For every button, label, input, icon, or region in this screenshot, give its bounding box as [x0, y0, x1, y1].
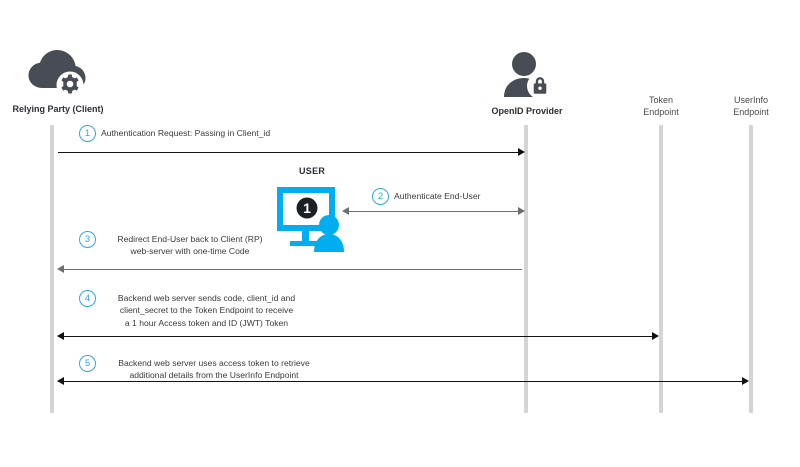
actor-label-relying-party: Relying Party (Client) [12, 104, 104, 114]
actor-label-userinfo-endpoint: UserInfo Endpoint [711, 95, 791, 118]
message-arrow-3 [64, 269, 522, 271]
step-badge-3: 3 [79, 231, 96, 248]
arrow-head-1-right [518, 148, 525, 156]
step-text-5: Backend web server uses access token to … [118, 358, 310, 381]
userinfo-endpoint-line2: Endpoint [733, 106, 769, 117]
step-badge-1: 1 [79, 125, 96, 142]
step-text-4: Backend web server sends code, client_id… [117, 293, 296, 328]
actor-label-openid-provider: OpenID Provider [491, 106, 563, 116]
step-badge-4: 4 [79, 290, 96, 307]
step-text-2: Authenticate End-User [394, 191, 481, 201]
user-screen-number: 1 [303, 200, 311, 216]
cloud-gear-icon [28, 50, 86, 103]
user-monitor-icon: 1 [276, 186, 348, 263]
lifeline-token-endpoint [659, 125, 663, 413]
step-text-1: Authentication Request: Passing in Clien… [101, 128, 271, 138]
arrow-head-2-right [518, 207, 525, 215]
step-badge-5: 5 [79, 355, 96, 372]
arrow-head-2-left [342, 207, 349, 215]
message-arrow-2 [348, 211, 523, 213]
person-lock-icon [503, 52, 553, 103]
arrow-head-5-right [742, 377, 749, 385]
lifeline-userinfo-endpoint [749, 125, 753, 413]
actor-label-token-endpoint: Token Endpoint [621, 95, 701, 118]
user-caption: USER [299, 166, 326, 176]
step-text-3: Redirect End-User back to Client (RP) we… [117, 234, 263, 257]
arrow-head-5-left [57, 377, 64, 385]
message-arrow-5 [58, 381, 745, 383]
token-endpoint-line2: Endpoint [643, 106, 679, 117]
lifeline-relying-party [50, 125, 54, 413]
message-arrow-4 [58, 336, 655, 338]
userinfo-endpoint-line1: UserInfo [733, 95, 768, 105]
message-arrow-1 [58, 152, 521, 154]
lifeline-openid-provider [524, 125, 528, 413]
arrow-head-4-left [57, 332, 64, 340]
arrow-head-4-right [652, 332, 659, 340]
step-badge-2: 2 [372, 188, 389, 205]
arrow-head-3-left [57, 265, 64, 273]
token-endpoint-line1: Token [648, 95, 674, 105]
